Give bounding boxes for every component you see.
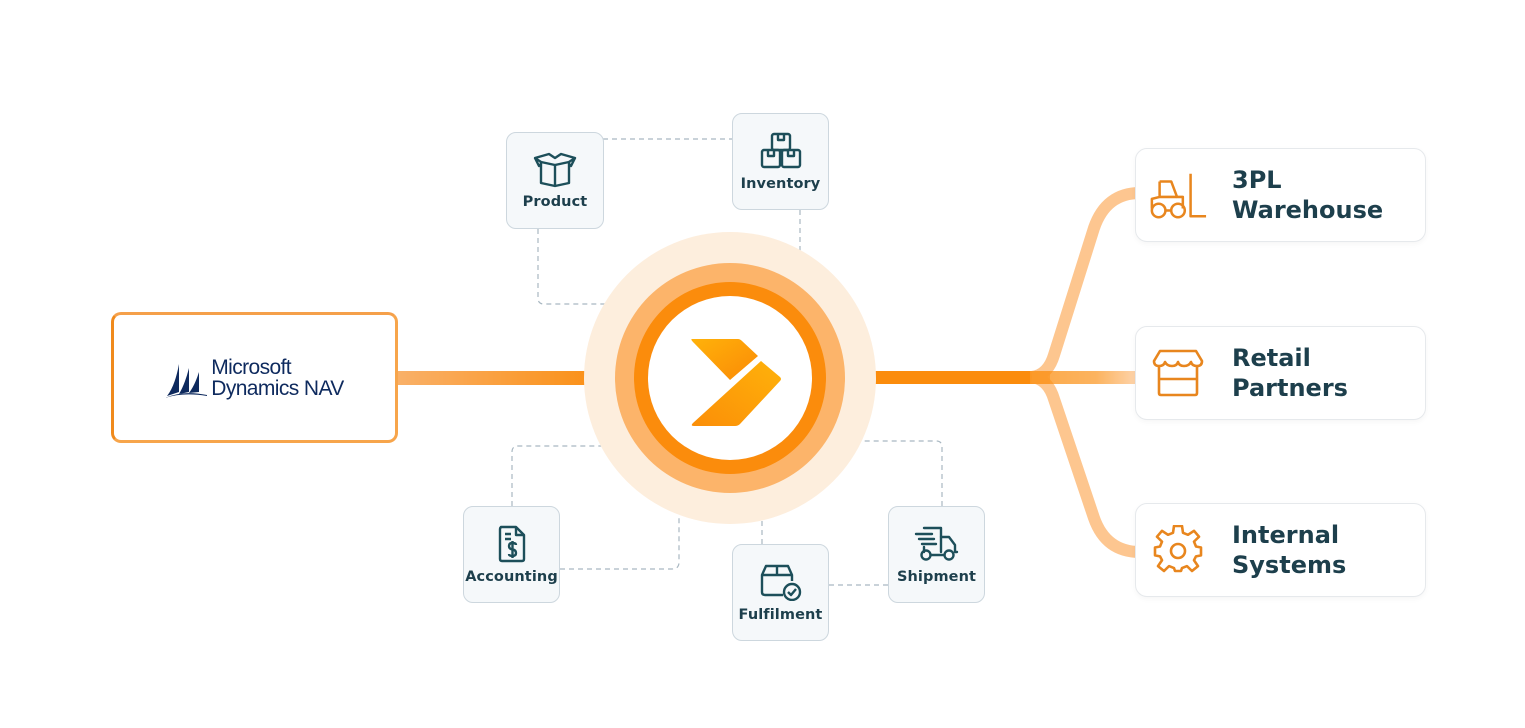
module-accounting[interactable]: Accounting bbox=[463, 506, 560, 603]
brand-line-2: Dynamics NAV bbox=[211, 376, 344, 400]
destination-line-1: 3PL bbox=[1232, 166, 1282, 194]
module-fulfilment[interactable]: Fulfilment bbox=[732, 544, 829, 641]
delivery-truck-icon bbox=[914, 526, 958, 561]
source-microsoft-dynamics-nav[interactable]: Microsoft Dynamics NAV bbox=[111, 312, 398, 443]
open-box-icon bbox=[533, 152, 577, 187]
module-label: Shipment bbox=[896, 568, 977, 585]
destination-3pl-warehouse[interactable]: 3PL Warehouse bbox=[1135, 148, 1426, 242]
destination-line-2: Systems bbox=[1232, 551, 1347, 579]
storefront-icon bbox=[1152, 349, 1204, 397]
destination-line-2: Partners bbox=[1232, 374, 1348, 402]
module-inventory[interactable]: Inventory bbox=[732, 113, 829, 210]
gear-icon bbox=[1153, 525, 1203, 573]
dynamics-sails-logo bbox=[165, 363, 208, 398]
module-label: Inventory bbox=[740, 175, 821, 192]
destination-line-1: Internal bbox=[1232, 521, 1340, 549]
module-label: Fulfilment bbox=[738, 606, 823, 623]
destination-retail-partners[interactable]: Retail Partners bbox=[1135, 326, 1426, 420]
module-product[interactable]: Product bbox=[506, 132, 604, 229]
module-label: Product bbox=[522, 193, 588, 210]
stacked-boxes-icon bbox=[760, 132, 801, 168]
box-check-icon bbox=[760, 564, 801, 601]
destination-internal-systems[interactable]: Internal Systems bbox=[1135, 503, 1426, 597]
module-label: Accounting bbox=[465, 568, 558, 585]
destination-line-1: Retail bbox=[1232, 344, 1311, 372]
brand-line-1: Microsoft bbox=[211, 355, 292, 379]
invoice-dollar-icon bbox=[498, 525, 525, 562]
module-shipment[interactable]: Shipment bbox=[888, 506, 985, 603]
forklift-icon bbox=[1150, 173, 1207, 219]
destination-line-2: Warehouse bbox=[1232, 196, 1384, 224]
